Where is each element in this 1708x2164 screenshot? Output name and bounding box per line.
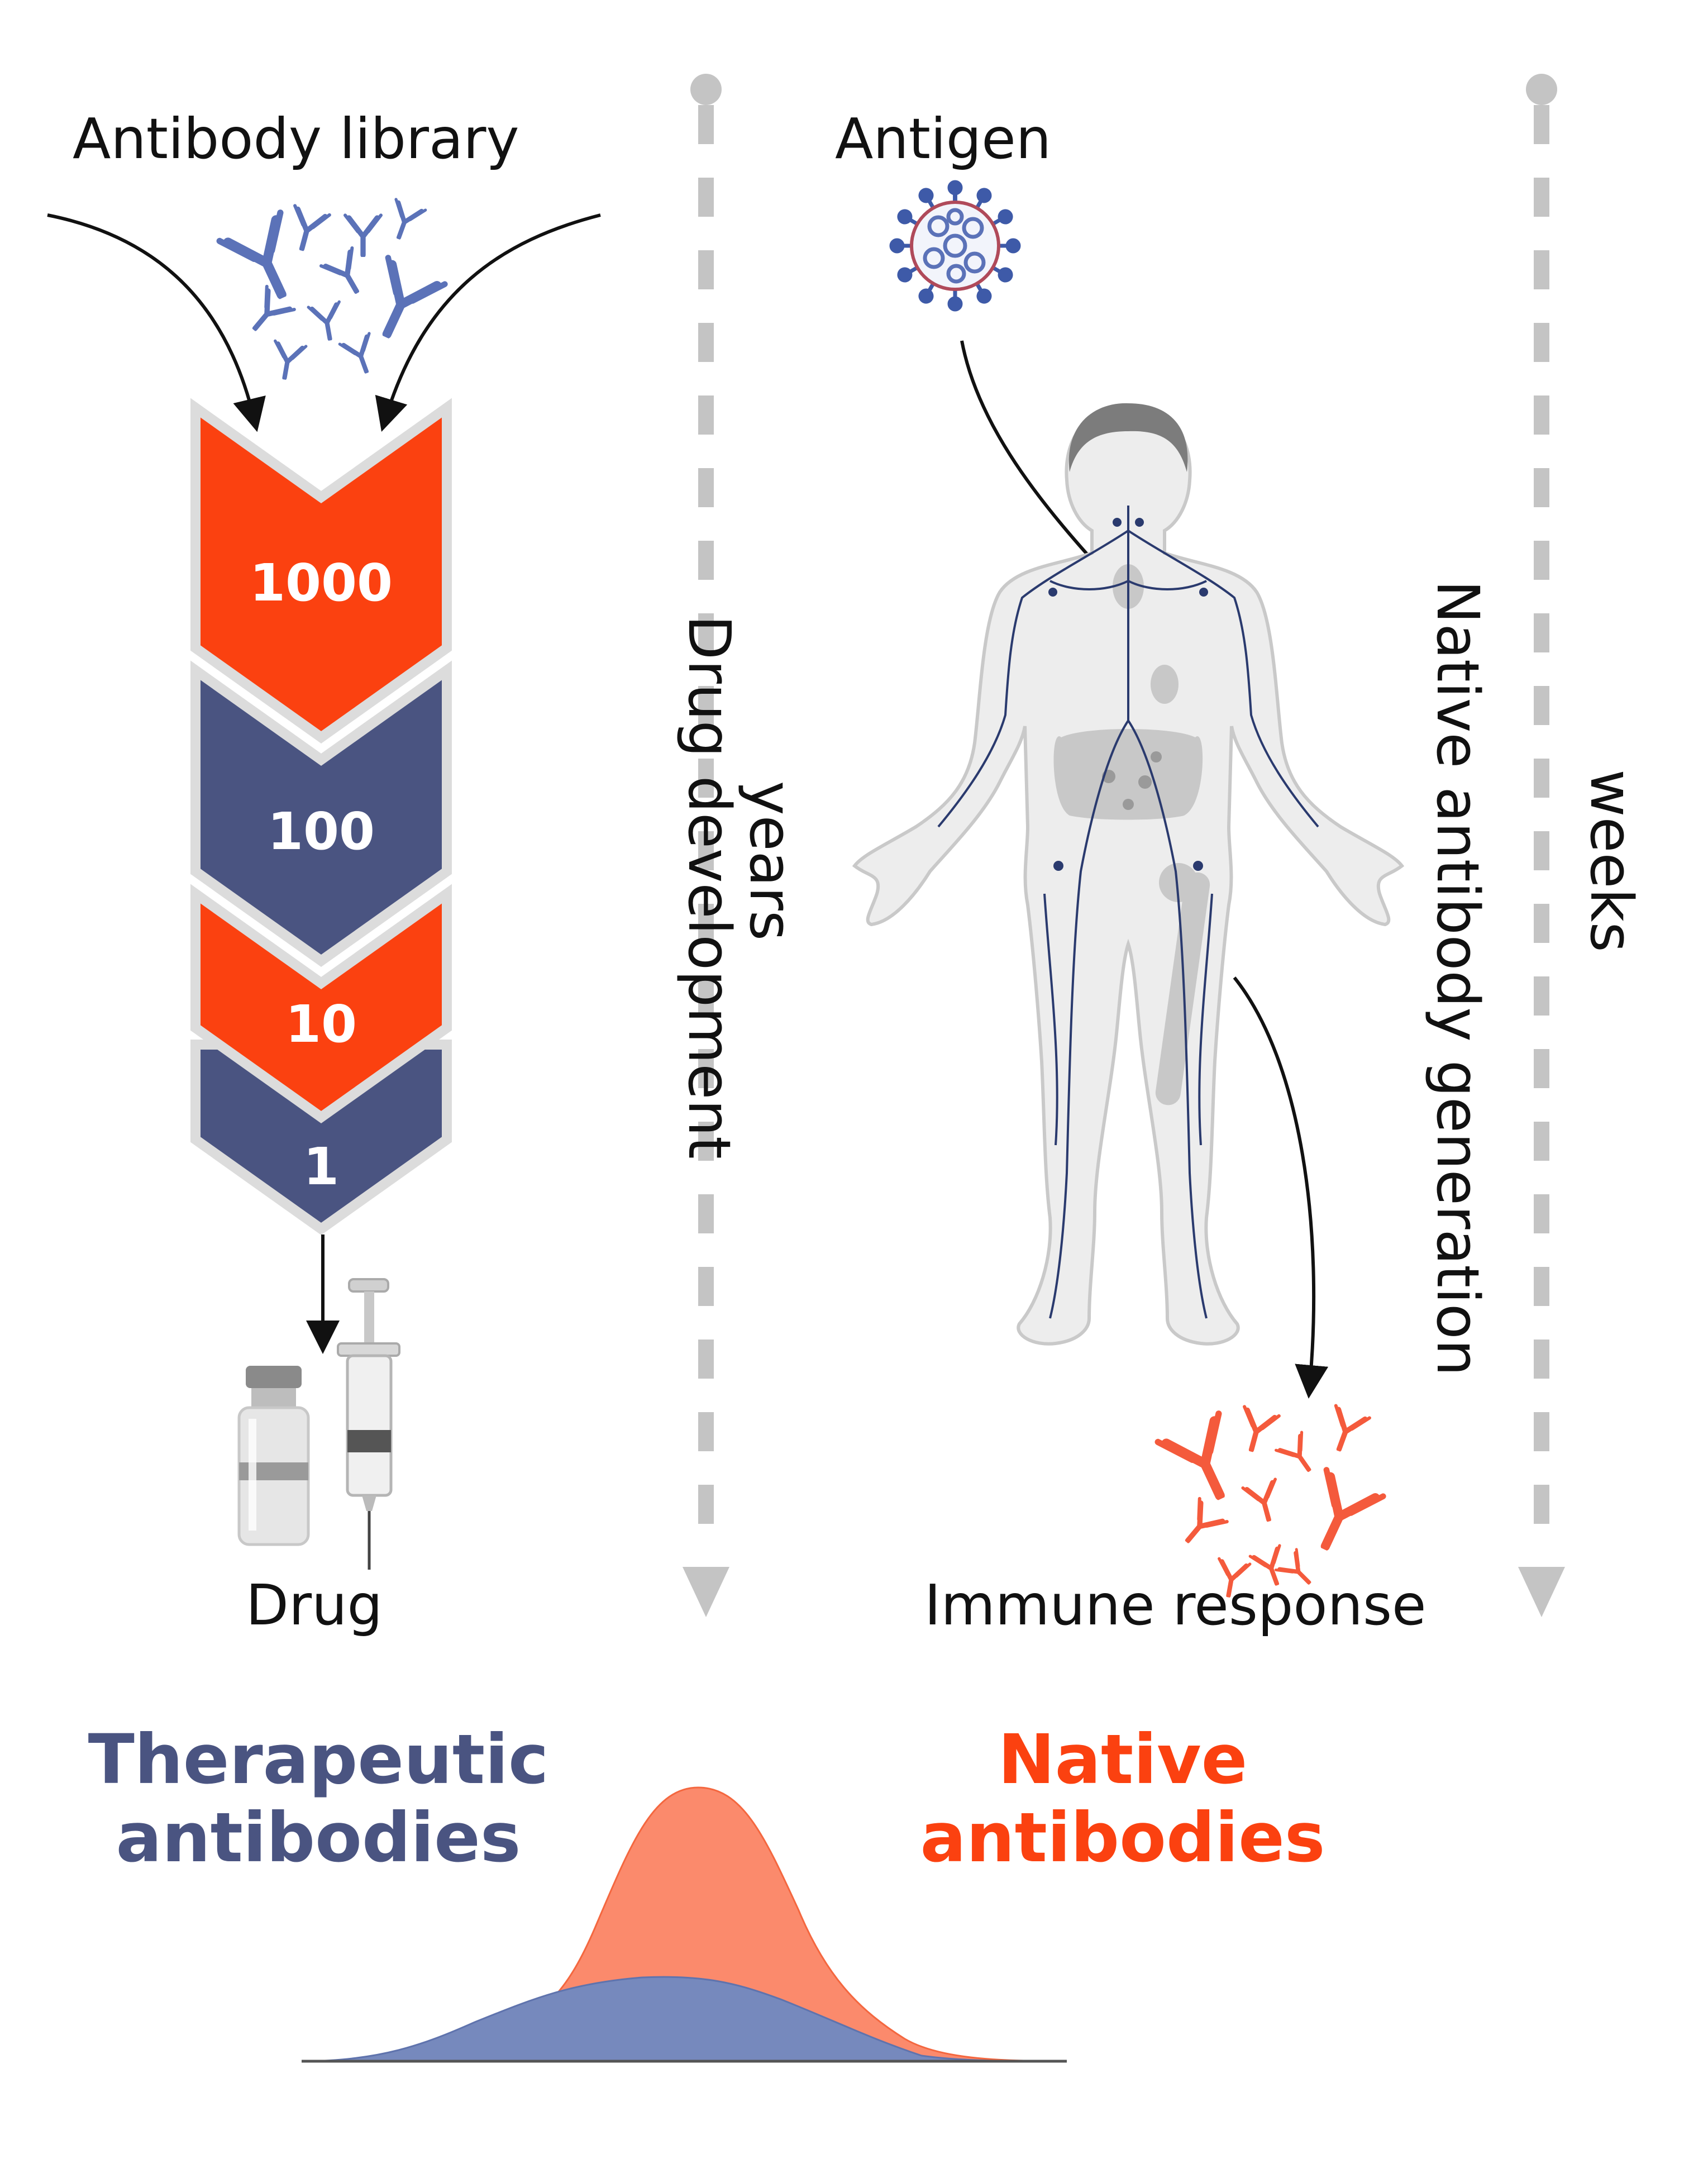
funnel-label-100: 100: [267, 802, 375, 861]
virus-icon: [889, 180, 1021, 312]
funnel-label-1: 1: [303, 1137, 339, 1197]
funnel-label-10: 10: [285, 994, 357, 1054]
native-title-line1: Native: [998, 1720, 1248, 1799]
human-lymphatic-body-icon: [852, 403, 1405, 1346]
antigen-label: Antigen: [835, 106, 1052, 171]
native-title-line2: antibodies: [920, 1798, 1325, 1878]
immune-response-label: Immune response: [924, 1572, 1426, 1638]
antibody-library-label: Antibody library: [73, 106, 519, 171]
arrow-antigen-to-body: [960, 340, 1121, 591]
distribution-plot: [301, 1786, 1067, 2063]
therapeutic-title-line1: Therapeutic: [88, 1720, 549, 1799]
native-antibodies-title: Native antibodies: [894, 1720, 1352, 1877]
antibody-cluster-icon: [1158, 1405, 1383, 1598]
therapeutic-title-line2: antibodies: [116, 1798, 521, 1878]
timeline-years: [683, 74, 729, 1617]
funnel-stage-10: [190, 884, 452, 1124]
weeks-label: weeks: [1577, 769, 1645, 952]
timeline-weeks: [1518, 74, 1565, 1617]
drug-development-label: Drug development: [675, 615, 743, 1159]
funnel-stage-100: [190, 660, 452, 967]
drug-label: Drug: [246, 1572, 383, 1638]
timeline-arrowhead: [683, 1567, 729, 1617]
vial-and-syringe-icon: [237, 1278, 400, 1570]
arrow-into-funnel: [47, 213, 266, 432]
therapeutic-antibodies-title: Therapeutic antibodies: [84, 1720, 553, 1877]
arrow-to-immune-response: [1233, 976, 1329, 1399]
funnel-label-1000: 1000: [249, 553, 393, 613]
years-label: years: [737, 780, 805, 941]
funnel-stage-1000: [190, 398, 452, 744]
native-antibody-generation-label: Native antibody generation: [1424, 580, 1492, 1376]
selection-funnel: [190, 398, 452, 1236]
arrow-into-funnel: [375, 213, 601, 432]
therapeutic-distribution: [301, 1976, 1067, 2062]
timeline-arrowhead: [1518, 1567, 1565, 1617]
